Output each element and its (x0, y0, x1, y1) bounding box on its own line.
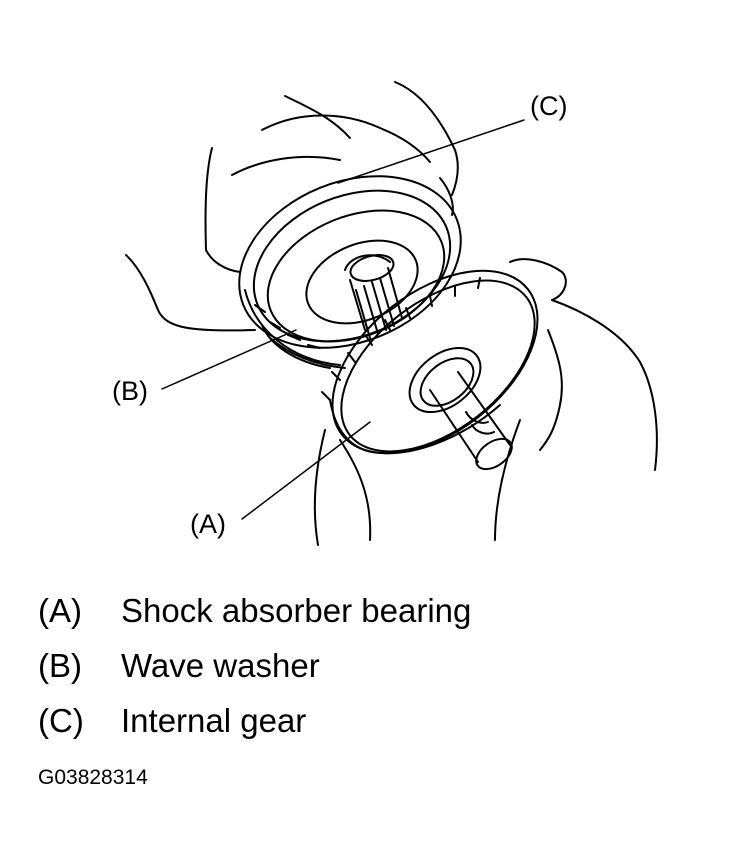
leader-line-c (338, 120, 524, 183)
pinion-shaft-drawing (345, 251, 402, 338)
legend-text-b: Wave washer (121, 647, 320, 684)
legend-key-a: (A) (38, 592, 82, 629)
figure-id: G03828314 (38, 766, 148, 789)
wave-washer-drawing (262, 325, 345, 368)
front-hand-drawing (315, 259, 657, 545)
assembly-illustration (0, 0, 746, 580)
callout-c: (C) (530, 91, 568, 121)
legend-key-b: (B) (38, 647, 82, 684)
leader-line-a (242, 422, 370, 519)
internal-gear-drawing (213, 145, 486, 380)
shock-absorber-bearing-drawing (299, 234, 571, 490)
output-shaft-drawing (430, 372, 517, 475)
leader-line-b (162, 330, 296, 389)
callout-b: (B) (112, 376, 148, 406)
legend-text-a: Shock absorber bearing (121, 592, 472, 629)
legend-key-c: (C) (38, 702, 84, 739)
legend-text-c: Internal gear (121, 702, 307, 739)
callout-a: (A) (190, 509, 226, 539)
back-hand-drawing (126, 82, 458, 330)
